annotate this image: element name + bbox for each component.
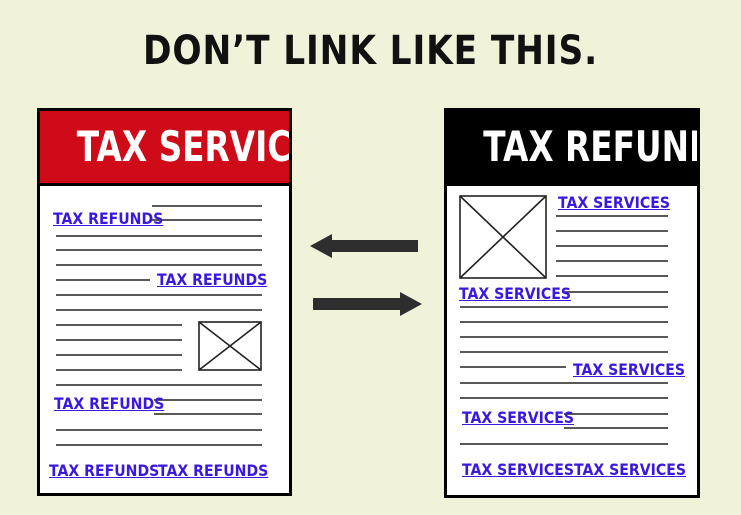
right-document-header: TAX REFUNDS bbox=[447, 111, 697, 186]
left-link-tax-refunds[interactable]: TAX REFUNDS bbox=[53, 209, 164, 228]
left-link-tax-refunds[interactable]: TAX REFUNDS bbox=[49, 461, 160, 480]
arrow-left-icon bbox=[310, 234, 418, 258]
right-document: TAX REFUNDS bbox=[444, 108, 700, 498]
left-link-tax-refunds[interactable]: TAX REFUNDS bbox=[158, 461, 269, 480]
right-link-tax-services[interactable]: TAX SERVICES bbox=[574, 460, 686, 479]
arrow-right-icon bbox=[313, 292, 422, 316]
right-link-tax-services[interactable]: TAX SERVICES bbox=[558, 193, 670, 212]
left-link-tax-refunds[interactable]: TAX REFUNDS bbox=[54, 394, 165, 413]
right-link-tax-services[interactable]: TAX SERVICES bbox=[459, 284, 571, 303]
right-link-tax-services[interactable]: TAX SERVICES bbox=[573, 360, 685, 379]
right-document-title: TAX REFUNDS bbox=[483, 122, 697, 171]
left-document: TAX SERVICES bbox=[37, 108, 292, 496]
right-link-tax-services[interactable]: TAX SERVICES bbox=[462, 408, 574, 427]
left-document-header: TAX SERVICES bbox=[40, 111, 289, 186]
right-link-tax-services[interactable]: TAX SERVICES bbox=[462, 460, 574, 479]
page-title: DON’T LINK LIKE THIS. bbox=[142, 28, 599, 74]
left-link-tax-refunds[interactable]: TAX REFUNDS bbox=[157, 270, 268, 289]
left-document-title: TAX SERVICES bbox=[76, 122, 289, 171]
